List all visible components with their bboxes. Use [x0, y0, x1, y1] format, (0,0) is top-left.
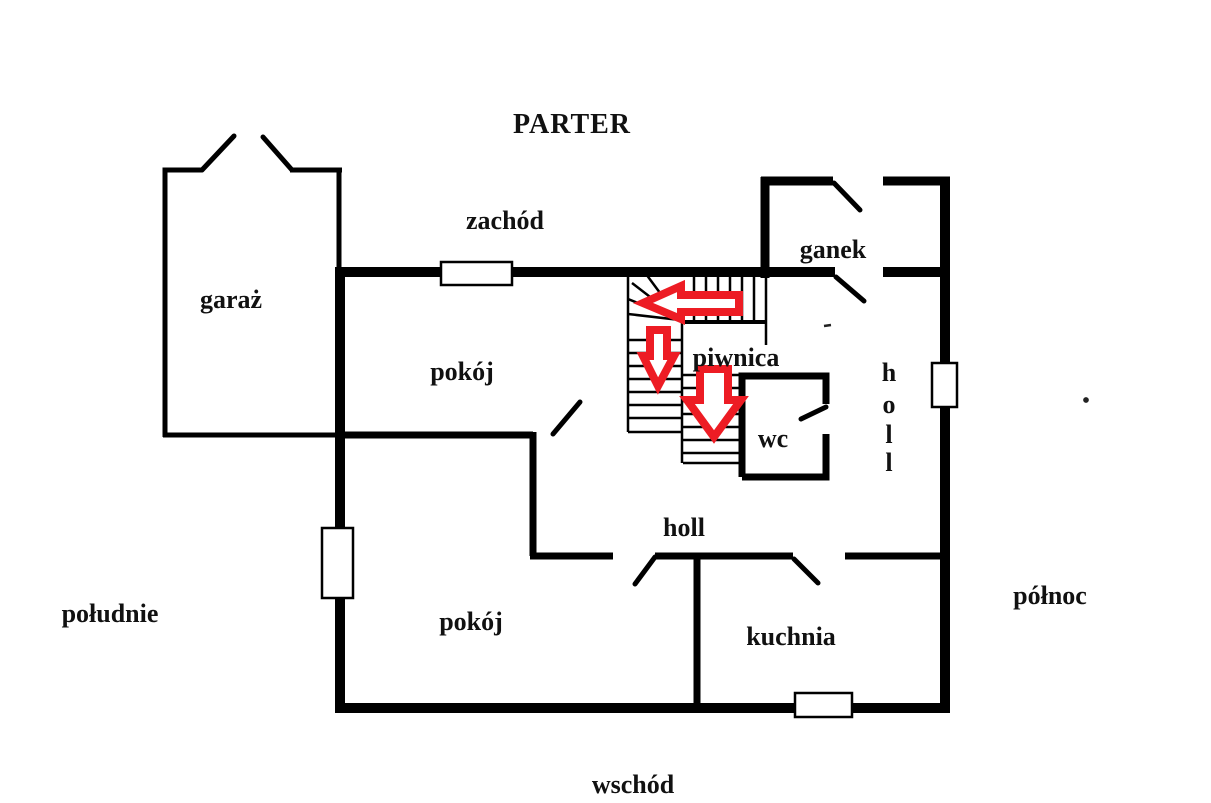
room-label-wc: wc — [758, 424, 788, 453]
room-label-garage: garaż — [200, 285, 262, 314]
compass-east-label: wschód — [592, 770, 675, 799]
porch-walls — [760, 176, 950, 278]
room-label-hall: holl — [663, 513, 705, 542]
room-label-room-top: pokój — [430, 357, 494, 386]
compass-south-label: południe — [62, 599, 159, 628]
window-east — [793, 691, 854, 719]
arrow-left-icon — [632, 279, 743, 326]
porch-door-leaves — [831, 180, 867, 304]
stray-marks — [823, 323, 1089, 403]
hall-vertical-letter-2: o — [883, 390, 896, 419]
room-label-kitchen: kuchnia — [746, 622, 836, 651]
hall-vertical-letter-1: h — [882, 358, 897, 387]
arrow-down-large-icon — [679, 365, 749, 444]
interior-door-leaves — [550, 399, 821, 587]
wc-door-leaf — [798, 404, 829, 422]
stair-direction-arrows — [632, 279, 749, 444]
room-label-room-bottom: pokój — [439, 607, 503, 636]
garage-door-leaves — [199, 133, 295, 173]
windows — [320, 260, 959, 719]
page-title: PARTER — [513, 109, 631, 140]
hall-vertical-letter-4: l — [885, 448, 892, 477]
compass-north-label: północ — [1013, 581, 1087, 610]
compass-west-label: zachód — [466, 206, 545, 235]
window-south — [320, 526, 355, 600]
window-west — [439, 260, 514, 287]
room-label-basement: piwnica — [693, 343, 780, 372]
garage-walls — [162, 167, 342, 438]
wc-walls — [738, 372, 830, 481]
room-label-porch: ganek — [800, 235, 867, 264]
labels: PARTER zachód ganek garaż pokój piwnica … — [62, 109, 1087, 799]
hall-vertical-letter-3: l — [885, 420, 892, 449]
arrow-down-small-icon — [636, 326, 681, 395]
window-north — [930, 361, 959, 409]
interior-walls — [336, 431, 945, 708]
